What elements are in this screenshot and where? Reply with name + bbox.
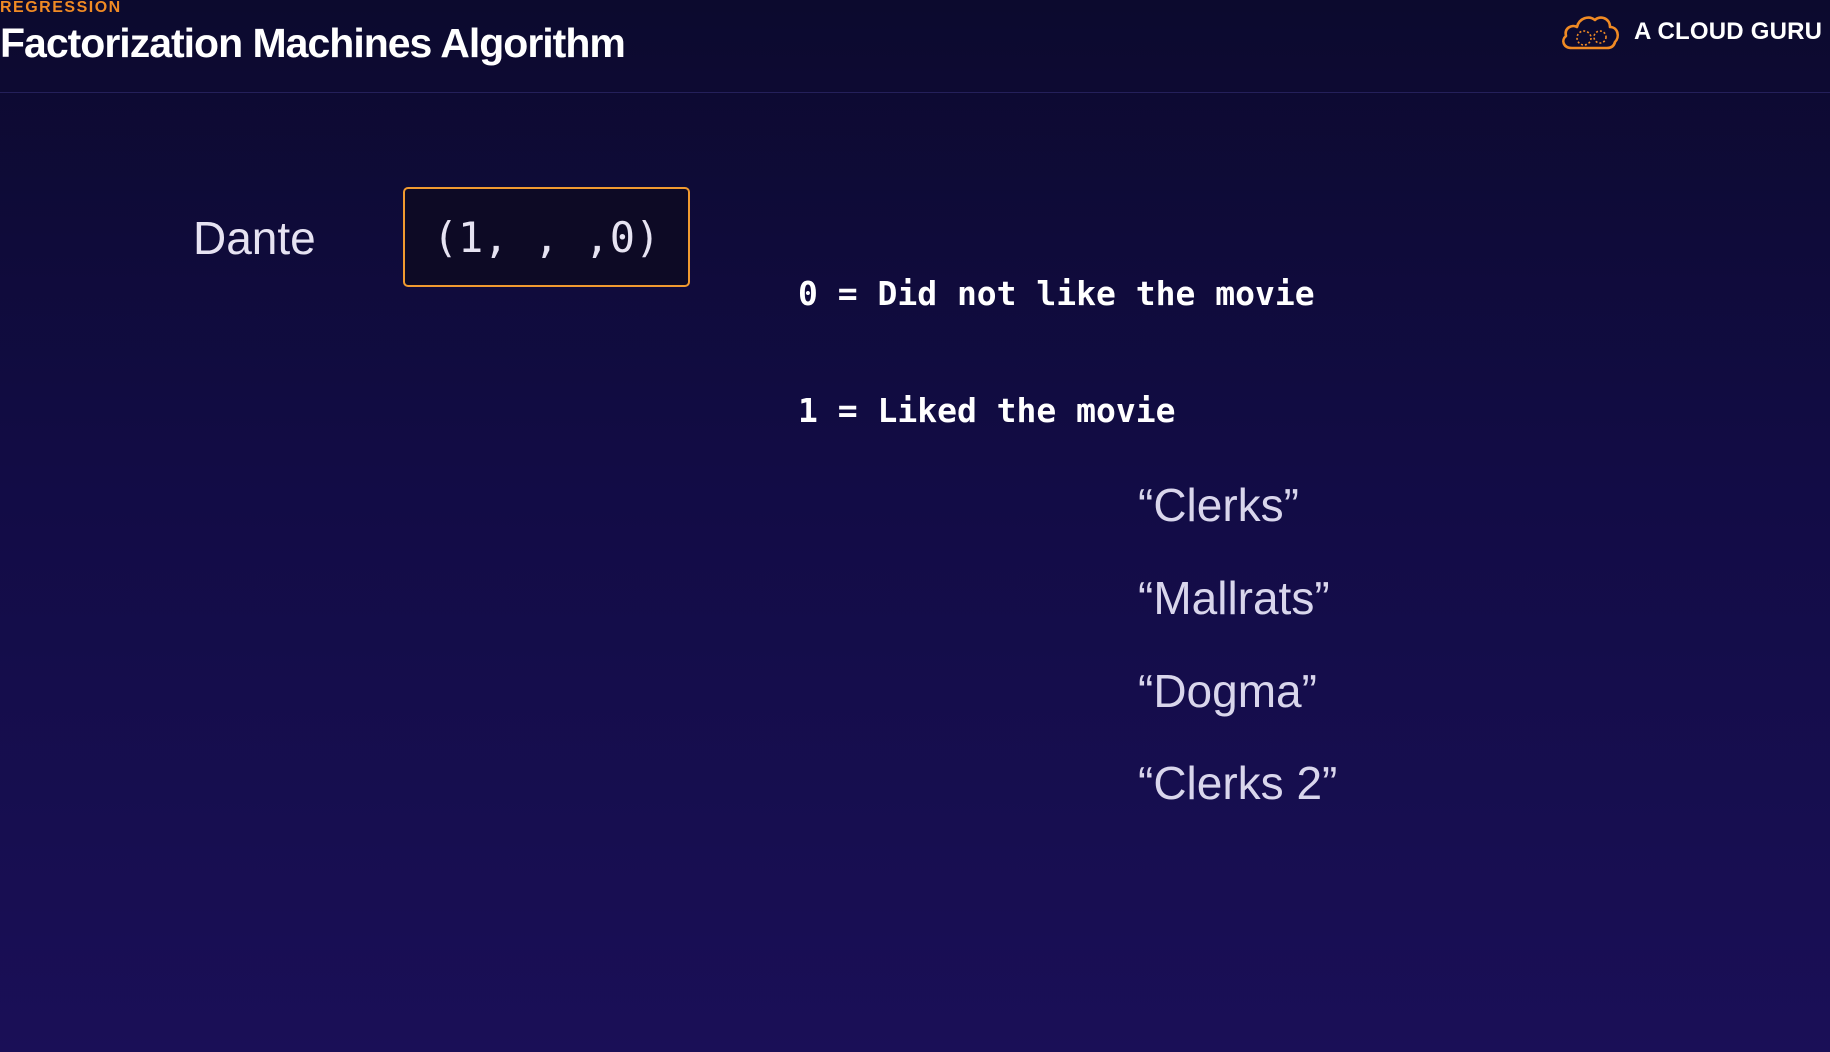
cloud-logo-icon [1562,16,1620,50]
slide-title: Factorization Machines Algorithm [0,20,626,66]
rating-legend: 0 = Did not like the movie 1 = Liked the… [798,196,1315,469]
movie-title: “Clerks” [1138,479,1299,531]
rating-vector: (1, , ,0) [432,212,661,262]
movie-title: “Mallrats” [1138,572,1330,624]
brand: A CLOUD GURU [1558,8,1822,56]
user-name: Dante [193,212,316,264]
slide-header: REGRESSION Factorization Machines Algori… [0,0,1830,93]
legend-item-like: 1 = Liked the movie [798,391,1176,430]
movie-title: “Dogma” [1138,665,1317,717]
legend-item-dislike: 0 = Did not like the movie [798,274,1315,313]
section-category: REGRESSION [0,0,122,16]
movie-title: “Clerks 2” [1138,757,1338,809]
brand-name: A CLOUD GURU [1634,18,1823,45]
rating-vector-box: (1, , ,0) [403,187,690,287]
